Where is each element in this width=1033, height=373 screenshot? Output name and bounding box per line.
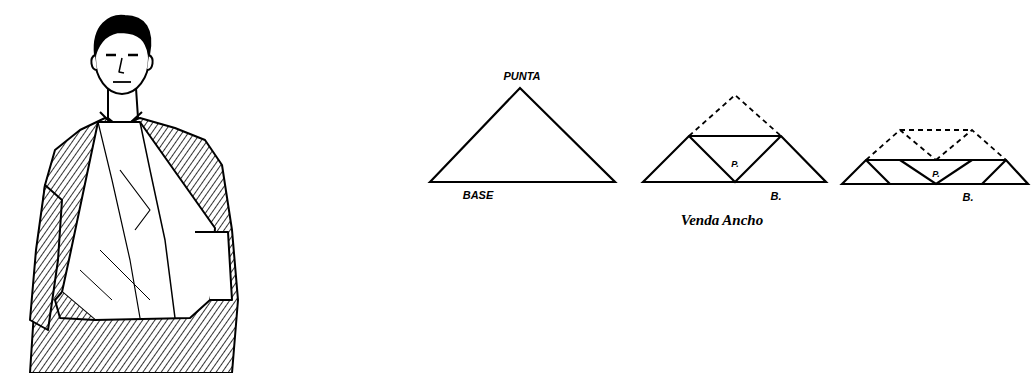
tip-label: P. [731,160,738,169]
tip-label: PUNTA [503,71,540,82]
base-label: B. [963,192,974,203]
man-figure [30,16,238,373]
triangle-bandage [430,88,615,182]
folded-bandage [643,95,826,182]
caption-label: Venda Ancho [681,213,763,228]
tip-label: P. [932,170,939,179]
base-label: BASE [463,190,494,201]
narrow-bandage [842,130,1028,184]
base-label: B. [771,191,782,202]
